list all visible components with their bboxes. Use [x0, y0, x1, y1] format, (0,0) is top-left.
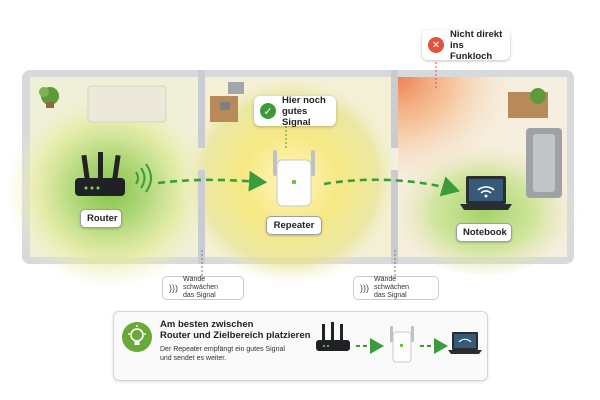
wall-note-2: ))) Wände schwächen das Signal [353, 276, 439, 300]
callout-good-signal-line1: Hier noch [282, 94, 326, 106]
notebook-label: Notebook [456, 223, 512, 242]
x-icon: ✕ [428, 37, 444, 53]
tip-router-icon [316, 322, 350, 351]
notebook-icon [460, 176, 512, 210]
callout-good-signal-line2: gutes Signal [282, 105, 311, 128]
desk-icon [210, 96, 238, 122]
callout-no-dead-zone: ✕ Nicht direkt ins Funkloch [422, 28, 510, 62]
sideboard-icon [508, 88, 548, 118]
lamp-icon [228, 82, 244, 94]
wall-1-top [198, 70, 205, 148]
tip-description: Der Repeater empfängt ein gutes Signal u… [160, 345, 320, 363]
rug [87, 85, 167, 123]
arrow-router-to-repeater [157, 170, 268, 192]
tip-flow-illustration [316, 322, 482, 363]
tip-box: Am besten zwischen Router und Zielbereic… [113, 311, 488, 381]
router-icon [75, 152, 125, 196]
tip-desc-line2: und sendet es weiter. [160, 355, 227, 362]
wall-2-bottom [391, 170, 398, 264]
arrow-repeater-to-notebook [323, 176, 461, 197]
tip-repeater-icon [390, 326, 414, 363]
tip-heading-line1: Am besten zwischen [160, 319, 254, 330]
wall-1-bottom [198, 170, 205, 264]
wall-note-2-line2: das Signal [374, 292, 407, 299]
callout-no-dead-zone-line1: Nicht direkt [450, 28, 503, 40]
sofa-icon [526, 128, 562, 198]
plant-icon [39, 87, 59, 108]
signal-wave-icon: ))) [169, 283, 178, 293]
tip-desc-line1: Der Repeater empfängt ein gutes Signal [160, 346, 285, 353]
callout-no-dead-zone-line2: ins Funkloch [450, 39, 493, 62]
tip-heading: Am besten zwischen Router und Zielbereic… [160, 319, 320, 341]
wall-note-2-line1: Wände schwächen [374, 276, 410, 291]
repeater-label: Repeater [266, 216, 322, 235]
tip-heading-line2: Router und Zielbereich platzieren [160, 330, 311, 341]
check-icon: ✓ [260, 103, 276, 119]
router-label: Router [80, 209, 122, 228]
wifi-icon [135, 163, 152, 193]
callout-good-signal: ✓ Hier noch gutes Signal [254, 94, 336, 128]
tip-notebook-icon [448, 332, 482, 354]
wall-note-1-line1: Wände schwächen [183, 276, 219, 291]
lightbulb-icon [122, 322, 152, 352]
repeater-icon [273, 150, 315, 207]
signal-wave-icon: ))) [360, 283, 369, 293]
wall-note-1: ))) Wände schwächen das Signal [162, 276, 244, 300]
wall-note-1-line2: das Signal [183, 292, 216, 299]
wall-2-top [391, 70, 398, 148]
